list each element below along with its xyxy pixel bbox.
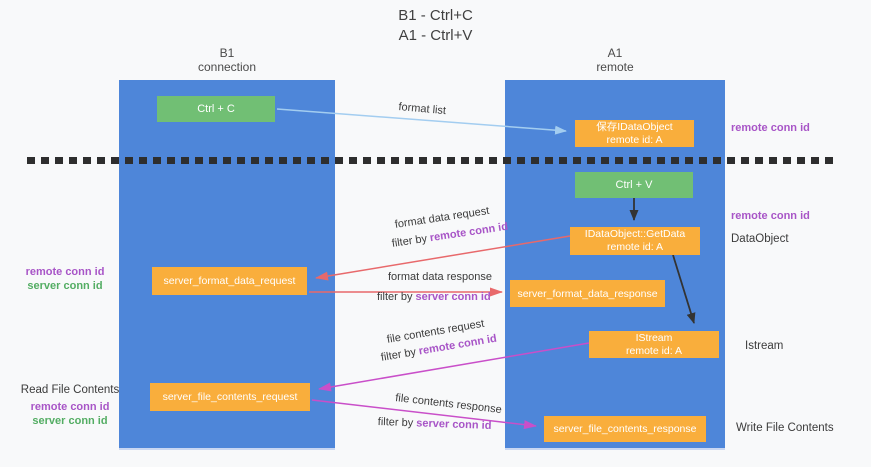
filter-by-text: filter by — [377, 416, 414, 430]
server-conn-id-text: server conn id — [416, 417, 492, 432]
title-line-2: A1 - Ctrl+V — [398, 27, 473, 44]
node-server-file-contents-request: server_file_contents_request — [150, 383, 310, 411]
node-istream: IStream remote id: A — [589, 331, 719, 358]
boundary-dashed-line — [27, 157, 836, 164]
left-label-read-file-contents: Read File Contents — [20, 384, 120, 396]
filter-by-text: filter by — [391, 232, 428, 250]
node-server-file-contents-request-label: server_file_contents_request — [162, 391, 298, 403]
remote-conn-id-text: remote conn id — [429, 220, 509, 245]
filter-by-text: filter by — [380, 346, 417, 364]
node-istream-line2: remote id: A — [625, 344, 683, 357]
lane-a1-title: A1 — [607, 46, 623, 60]
node-server-file-contents-response-label: server_file_contents_response — [553, 423, 697, 435]
node-save-idataobject-line2: remote id: A — [606, 133, 663, 146]
right-label-istream: Istream — [745, 340, 784, 352]
left-label-server-conn-id-top: server conn id — [27, 280, 103, 292]
node-server-format-data-request: server_format_data_request — [152, 267, 307, 295]
node-idataobject-getdata: IDataObject::GetData remote id: A — [570, 227, 700, 255]
node-getdata-line2: remote id: A — [606, 241, 664, 253]
right-label-remote-conn-id-top: remote conn id — [731, 122, 810, 134]
lane-a1-subtitle: remote — [596, 60, 634, 74]
left-label-remote-conn-id-bottom: remote conn id — [30, 401, 110, 413]
flow-label-format-data-response: format data response — [388, 271, 492, 283]
node-ctrl-c: Ctrl + C — [157, 96, 275, 122]
node-server-format-data-response: server_format_data_response — [510, 280, 665, 307]
diagram-title: B1 - Ctrl+C A1 - Ctrl+V — [0, 6, 871, 46]
node-ctrl-v-label: Ctrl + V — [615, 179, 653, 191]
flow-label-file-contents-response: file contents response — [394, 392, 503, 417]
node-save-idataobject-line1: 保存IDataObject — [596, 120, 673, 133]
server-conn-id-text: server conn id — [415, 291, 491, 303]
node-server-format-data-response-label: server_format_data_response — [517, 287, 658, 300]
lane-b1-subtitle: connection — [197, 60, 257, 74]
node-getdata-line1: IDataObject::GetData — [584, 228, 686, 240]
lane-header-b1: B1 connection — [119, 46, 335, 74]
right-label-write-file-contents: Write File Contents — [736, 422, 834, 434]
lane-b1-title: B1 — [219, 46, 235, 60]
left-label-conn-ids-top: remote conn id server conn id — [0, 265, 130, 293]
right-label-dataobject: DataObject — [731, 233, 789, 245]
title-line-1: B1 - Ctrl+C — [398, 7, 473, 24]
node-server-format-data-request-label: server_format_data_request — [163, 275, 296, 287]
node-ctrl-c-label: Ctrl + C — [197, 103, 235, 115]
left-label-conn-ids-bottom: remote conn id server conn id — [0, 400, 140, 428]
filter-by-text: filter by — [377, 291, 413, 303]
left-label-server-conn-id-bottom: server conn id — [32, 415, 108, 427]
left-label-remote-conn-id-top: remote conn id — [25, 266, 105, 278]
node-ctrl-v: Ctrl + V — [575, 172, 693, 198]
node-server-file-contents-response: server_file_contents_response — [544, 416, 706, 442]
lane-header-a1: A1 remote — [505, 46, 725, 74]
right-label-remote-conn-id-mid: remote conn id — [731, 210, 810, 222]
flow-label-format-list: format list — [397, 101, 447, 118]
node-save-idataobject: 保存IDataObject remote id: A — [575, 120, 694, 147]
node-istream-line1: IStream — [635, 331, 673, 344]
